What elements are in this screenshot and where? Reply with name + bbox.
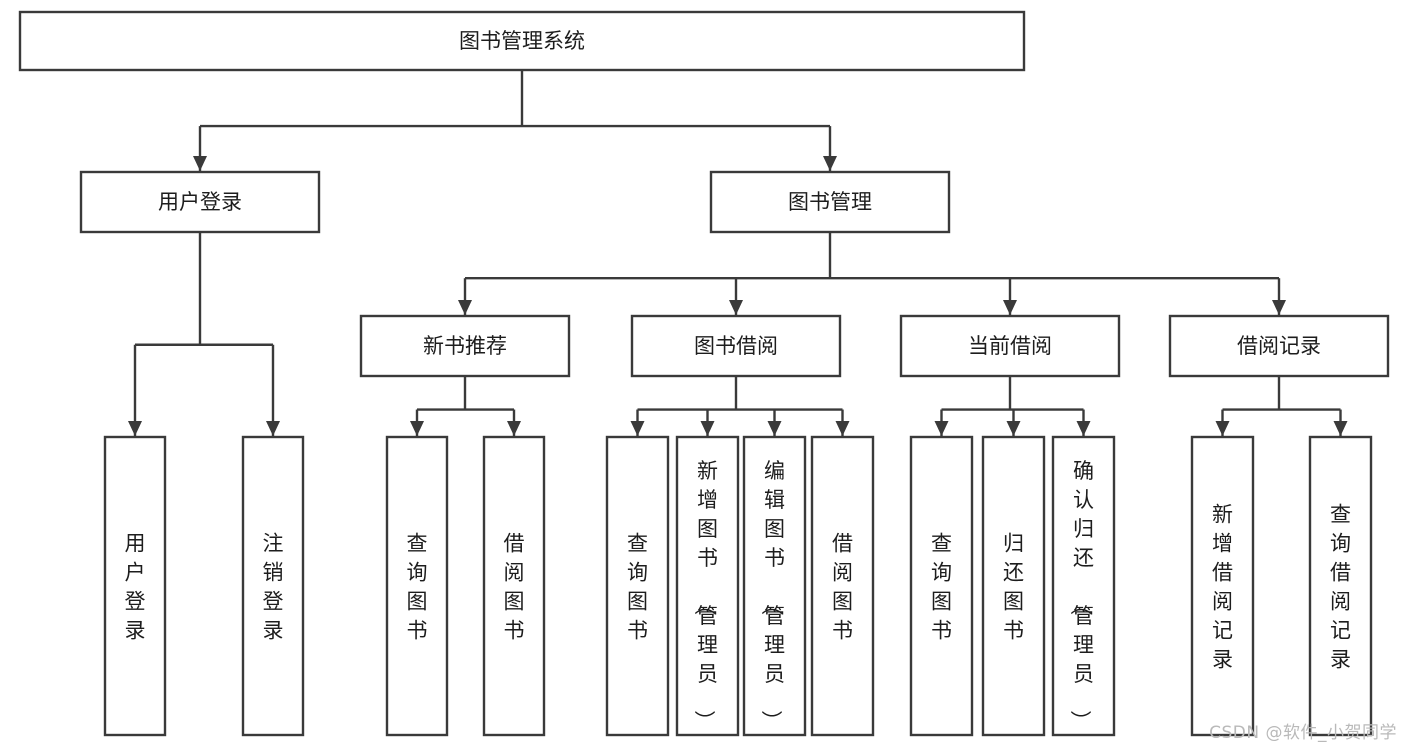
node-label: 借阅记录 xyxy=(1237,334,1321,358)
node-root[interactable]: 图书管理系统 xyxy=(18,10,1026,72)
edge-group-newbook xyxy=(410,376,521,436)
arrow-head-icon xyxy=(1215,421,1230,436)
edge-group-borrow xyxy=(630,376,850,436)
node-label: 用户登录 xyxy=(125,532,146,643)
nodes-layer: 图书管理系统用户登录图书管理新书推荐图书借阅当前借阅借阅记录用户登录注销登录查询… xyxy=(18,10,1390,737)
node-leaf-borrow-book[interactable]: 借阅图书 xyxy=(810,435,875,737)
node-label: 当前借阅 xyxy=(968,334,1052,358)
node-leaf-borrow-query[interactable]: 查询图书 xyxy=(605,435,670,737)
arrow-head-icon xyxy=(767,421,782,436)
node-box[interactable] xyxy=(359,314,571,378)
node-leaf-user-login[interactable]: 用户登录 xyxy=(103,435,167,737)
node-label: 借阅图书 xyxy=(832,532,853,643)
node-leaf-cur-confirm[interactable]: 确认归还（管理员） xyxy=(1051,435,1116,737)
node-label: 新书推荐 xyxy=(423,334,507,358)
node-records[interactable]: 借阅记录 xyxy=(1168,314,1390,378)
edge-group-login xyxy=(128,232,280,436)
node-newbook[interactable]: 新书推荐 xyxy=(359,314,571,378)
arrow-head-icon xyxy=(410,421,424,436)
arrow-head-icon xyxy=(458,300,472,315)
edge-group-bookmgmt xyxy=(458,232,1286,315)
node-leaf-new-query[interactable]: 查询图书 xyxy=(385,435,449,737)
node-label: 查询图书 xyxy=(627,532,648,643)
node-borrow[interactable]: 图书借阅 xyxy=(630,314,842,378)
node-box[interactable] xyxy=(742,435,807,737)
node-box[interactable] xyxy=(981,435,1046,737)
node-leaf-cur-return[interactable]: 归还图书 xyxy=(981,435,1046,737)
node-box[interactable] xyxy=(79,170,321,234)
edges-layer xyxy=(128,70,1348,436)
arrow-head-icon xyxy=(1006,421,1021,436)
edge-group-current xyxy=(934,376,1091,436)
arrow-head-icon xyxy=(934,421,949,436)
node-current[interactable]: 当前借阅 xyxy=(899,314,1121,378)
node-box[interactable] xyxy=(385,435,449,737)
edge-group-records xyxy=(1215,376,1348,436)
node-box[interactable] xyxy=(1168,314,1390,378)
node-leaf-new-borrow[interactable]: 借阅图书 xyxy=(482,435,546,737)
arrow-head-icon xyxy=(128,421,142,436)
node-box[interactable] xyxy=(709,170,951,234)
node-box[interactable] xyxy=(482,435,546,737)
node-box[interactable] xyxy=(630,314,842,378)
node-label: 图书管理系统 xyxy=(459,29,585,53)
arrow-head-icon xyxy=(266,421,280,436)
node-label: 新增借阅记录 xyxy=(1212,503,1233,672)
node-leaf-borrow-add[interactable]: 新增图书（管理员） xyxy=(675,435,740,737)
node-label: 注销登录 xyxy=(263,532,284,643)
node-box[interactable] xyxy=(810,435,875,737)
node-leaf-cur-query[interactable]: 查询图书 xyxy=(909,435,974,737)
arrow-head-icon xyxy=(1076,421,1091,436)
node-leaf-rec-add[interactable]: 新增借阅记录 xyxy=(1190,435,1255,737)
arrow-head-icon xyxy=(823,156,837,171)
node-label: 归还图书 xyxy=(1003,532,1024,643)
node-box[interactable] xyxy=(1051,435,1116,737)
node-box[interactable] xyxy=(1308,435,1373,737)
node-bookmgmt[interactable]: 图书管理 xyxy=(709,170,951,234)
node-login[interactable]: 用户登录 xyxy=(79,170,321,234)
node-label: 图书管理 xyxy=(788,190,872,214)
arrow-head-icon xyxy=(507,421,521,436)
node-label: 查询借阅记录 xyxy=(1330,503,1351,672)
edge-group-root xyxy=(193,70,837,171)
arrow-head-icon xyxy=(193,156,207,171)
node-box[interactable] xyxy=(605,435,670,737)
node-box[interactable] xyxy=(1190,435,1255,737)
arrow-head-icon xyxy=(835,421,850,436)
node-label: 查询图书 xyxy=(407,532,428,643)
node-box[interactable] xyxy=(241,435,305,737)
node-label: 编辑图书（管理员） xyxy=(759,459,785,731)
arrow-head-icon xyxy=(630,421,645,436)
node-box[interactable] xyxy=(675,435,740,737)
arrow-head-icon xyxy=(1272,300,1286,315)
node-label: 确认归还（管理员） xyxy=(1068,459,1094,731)
arrow-head-icon xyxy=(1003,300,1017,315)
arrow-head-icon xyxy=(1333,421,1348,436)
node-label: 查询图书 xyxy=(931,532,952,643)
node-box[interactable] xyxy=(18,10,1026,72)
node-box[interactable] xyxy=(103,435,167,737)
node-label: 借阅图书 xyxy=(504,532,525,643)
node-box[interactable] xyxy=(899,314,1121,378)
node-leaf-borrow-edit[interactable]: 编辑图书（管理员） xyxy=(742,435,807,737)
node-label: 图书借阅 xyxy=(694,334,778,358)
arrow-head-icon xyxy=(700,421,715,436)
watermark-text: CSDN @软件_小贺同学 xyxy=(1209,723,1397,743)
node-label: 用户登录 xyxy=(158,190,242,214)
arrow-head-icon xyxy=(729,300,743,315)
node-label: 新增图书（管理员） xyxy=(692,459,718,731)
node-leaf-user-logout[interactable]: 注销登录 xyxy=(241,435,305,737)
node-leaf-rec-query[interactable]: 查询借阅记录 xyxy=(1308,435,1373,737)
node-box[interactable] xyxy=(909,435,974,737)
